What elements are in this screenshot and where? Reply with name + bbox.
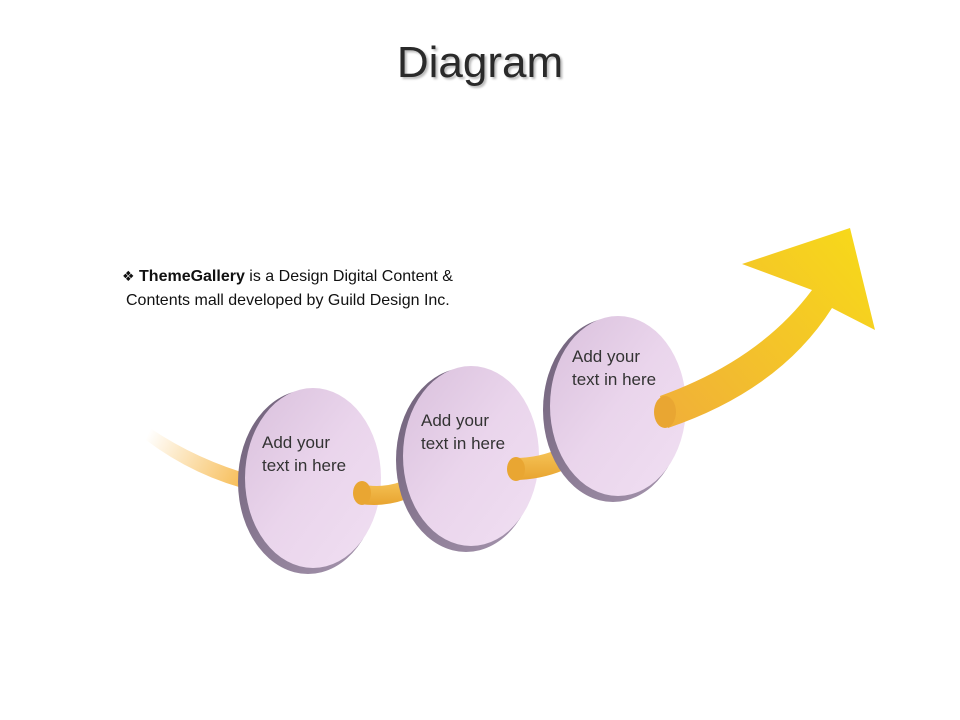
rising-arrow xyxy=(660,228,875,428)
arrow-tail xyxy=(146,428,262,492)
diamond-bullet-icon: ❖ xyxy=(122,269,135,285)
step-label-3-line-1: Add your xyxy=(572,347,641,366)
step-label-1-line-1: Add your xyxy=(262,433,331,452)
connector-2 xyxy=(514,448,564,480)
intro-line-2: Contents mall developed by Guild Design … xyxy=(126,292,450,309)
step-label-2-line-2: text in here xyxy=(421,434,506,453)
intro-brand: ThemeGallery xyxy=(139,268,245,285)
step-label-3-line-2: text in here xyxy=(572,370,657,389)
step-label-1: Add your text in here xyxy=(262,431,372,477)
intro-line-1: ❖ ThemeGallery is a Design Digital Conte… xyxy=(122,265,542,289)
step-label-3: Add your text in here xyxy=(572,345,682,391)
step-label-2-line-1: Add your xyxy=(421,411,490,430)
page-title: Diagram xyxy=(396,38,564,87)
step-disc-2 xyxy=(396,366,539,552)
step-disc-3 xyxy=(543,316,686,502)
step-label-1-line-2: text in here xyxy=(262,456,347,475)
intro-text: ❖ ThemeGallery is a Design Digital Conte… xyxy=(122,265,542,313)
step-label-2: Add your text in here xyxy=(421,409,531,455)
step-disc-1 xyxy=(238,388,381,574)
intro-line-1-rest: is a Design Digital Content & xyxy=(244,268,453,285)
